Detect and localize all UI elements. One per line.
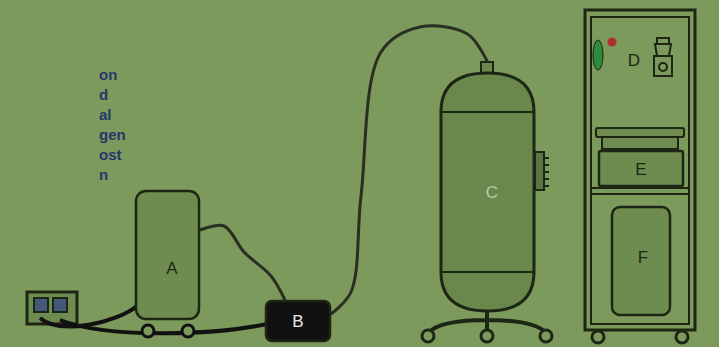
tank-valve	[481, 62, 493, 73]
wheel	[540, 330, 552, 342]
tank-seam	[441, 112, 534, 272]
caption-fragment: n	[99, 167, 108, 182]
tray-platform	[596, 128, 684, 137]
control-box: B	[265, 300, 331, 342]
wheel	[592, 331, 604, 343]
indicator-light	[608, 38, 617, 47]
caption-fragment: gen	[99, 127, 126, 142]
caption-fragment: d	[99, 87, 108, 102]
callout-letter: E	[635, 161, 646, 178]
callout-letter: A	[166, 260, 177, 277]
tank-body	[441, 73, 534, 311]
instrument-icon	[654, 38, 672, 76]
wheel	[142, 325, 154, 337]
wheel	[422, 330, 434, 342]
control-panel: D	[593, 19, 687, 126]
callout-letter: F	[638, 249, 648, 266]
tank-gauge	[535, 152, 544, 190]
control-box-body	[266, 301, 330, 341]
power-cord	[60, 320, 267, 333]
outlet-socket	[34, 298, 48, 312]
cabinet-shelf	[591, 188, 689, 194]
tray-unit-body	[599, 151, 683, 186]
callout-letter: D	[628, 52, 640, 69]
callout-letter: B	[292, 313, 303, 330]
tray-unit: E	[598, 150, 684, 187]
equipment-unit: A	[135, 190, 200, 320]
wheel	[676, 331, 688, 343]
wheel	[182, 325, 194, 337]
wall-outlet	[27, 292, 77, 324]
cabinet-inner-frame	[591, 17, 689, 324]
outlet-socket	[53, 298, 67, 312]
control-panel-outline	[593, 19, 687, 126]
caption-fragment: on	[99, 67, 117, 82]
gauge-ticks	[544, 158, 549, 186]
wheel	[481, 330, 493, 342]
caption-fragment: al	[99, 107, 112, 122]
tray-lid	[602, 137, 678, 149]
callout-letter: C	[486, 184, 498, 201]
cabinet-frame	[585, 10, 695, 330]
storage-compartment-body	[612, 207, 670, 315]
gas-tank: C	[440, 72, 535, 312]
power-cord	[40, 306, 137, 326]
hose-connector	[200, 225, 285, 300]
indicator-light	[593, 40, 603, 70]
equipment-unit-outline	[135, 190, 200, 320]
storage-compartment: F	[611, 206, 671, 316]
equipment-unit-body	[136, 191, 199, 319]
caption-fragment: ost	[99, 147, 122, 162]
